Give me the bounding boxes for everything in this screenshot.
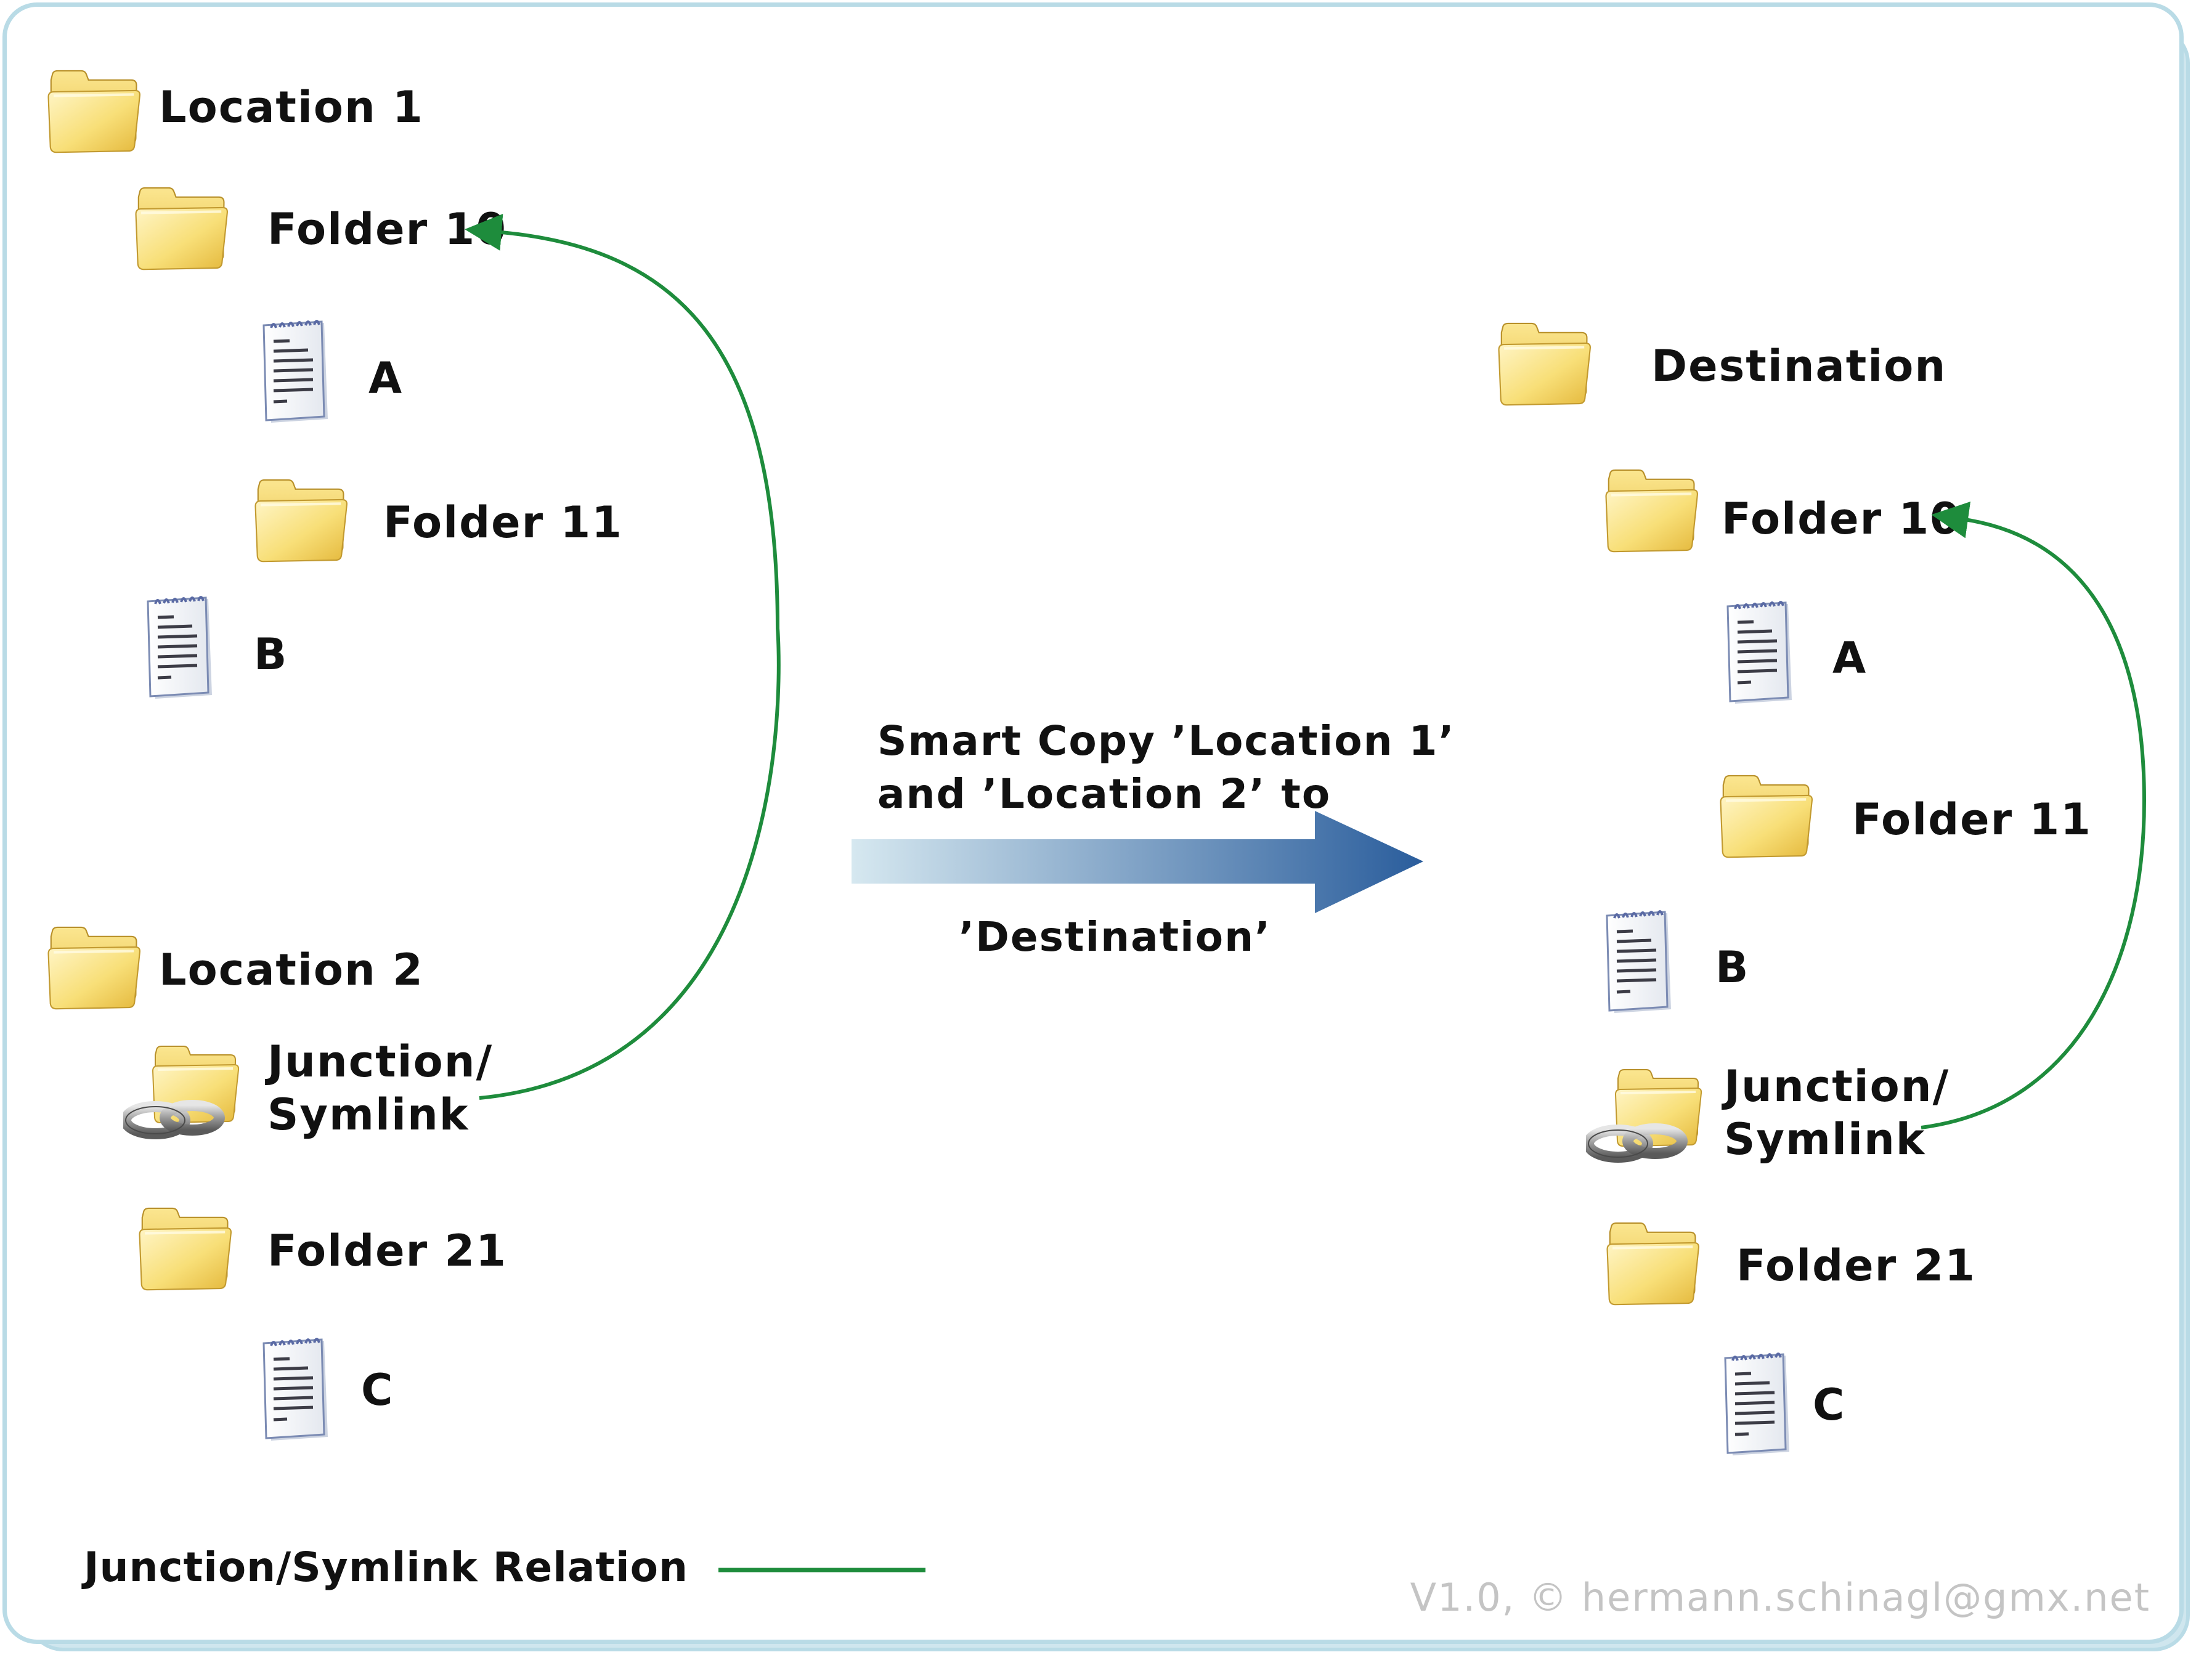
- left-folder-11-label: Folder 11: [383, 497, 623, 548]
- right-junction-symlink-label: Junction/ Symlink: [1724, 1061, 1950, 1165]
- left-junction-symlink-label: Junction/ Symlink: [267, 1036, 494, 1140]
- version-credit: V1.0, © hermann.schinagl@gmx.net: [1410, 1575, 2150, 1620]
- legend-label: Junction/Symlink Relation: [84, 1544, 688, 1591]
- location-2-label: Location 2: [159, 945, 424, 995]
- left-file-b-label: B: [254, 629, 288, 680]
- location-1-label: Location 1: [159, 82, 424, 132]
- left-file-c-label: C: [361, 1365, 394, 1415]
- left-file-a-label: A: [368, 353, 404, 404]
- diagram-frame: [2, 2, 2184, 1644]
- destination-label: Destination: [1651, 341, 1947, 391]
- right-relation-arrow: [1921, 501, 2147, 1129]
- right-file-c-label: C: [1813, 1380, 1846, 1430]
- smart-copy-caption: Smart Copy ’Location 1’ and ’Location 2’…: [877, 717, 1455, 818]
- right-folder-10-label: Folder 10: [1722, 494, 1961, 544]
- left-folder-21-label: Folder 21: [267, 1226, 507, 1276]
- right-folder-11-label: Folder 11: [1852, 794, 2092, 845]
- right-folder-21-label: Folder 21: [1736, 1240, 1976, 1291]
- destination-caption: ’Destination’: [959, 913, 1272, 961]
- right-file-b-label: B: [1715, 942, 1750, 993]
- copy-arrow: [852, 811, 1423, 913]
- left-relation-arrow: [465, 214, 781, 1100]
- right-file-a-label: A: [1832, 633, 1868, 683]
